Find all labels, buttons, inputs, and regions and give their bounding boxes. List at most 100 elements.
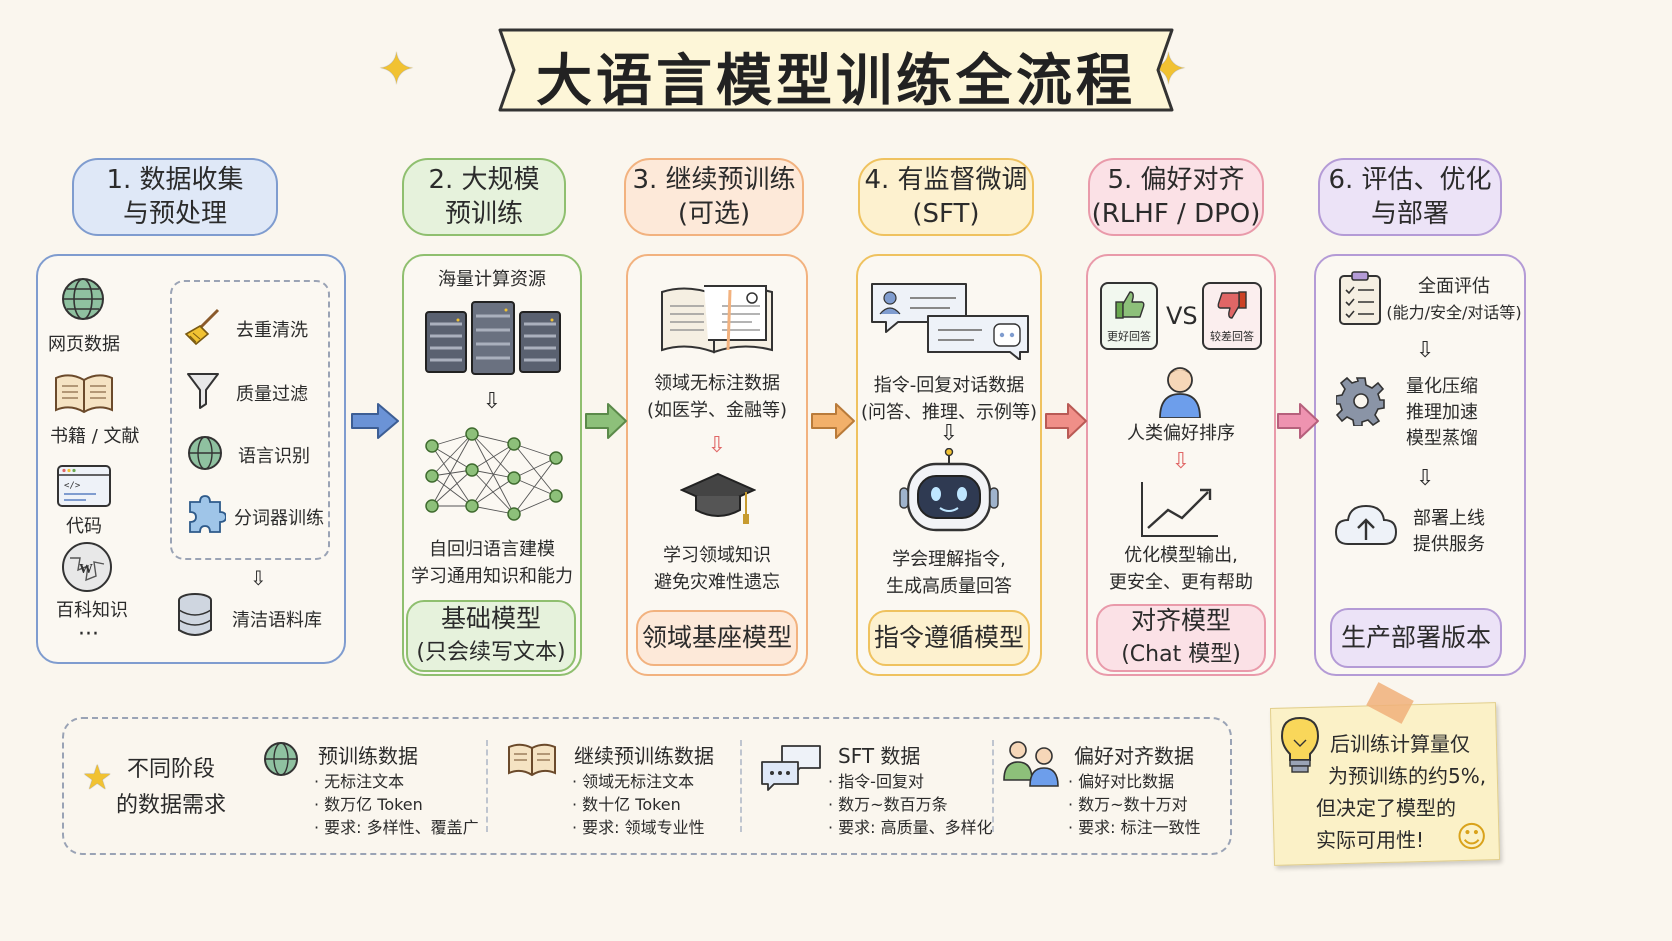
open-book-icon xyxy=(55,374,113,414)
thumbs-down-icon xyxy=(1217,291,1247,319)
step-label: 质量过滤 xyxy=(236,384,308,405)
column-title: 预训练数据 xyxy=(318,744,418,768)
output-production: 生产部署版本 xyxy=(1330,608,1502,668)
stage-header-line: 预训练 xyxy=(444,199,523,229)
heading-line: 不同阶段 xyxy=(127,757,216,782)
svg-text:</>: </> xyxy=(64,481,81,491)
stage-header-line: 1. 数据收集 xyxy=(106,165,244,195)
stage5-desc: 优化模型输出, 更安全、更有帮助 xyxy=(1086,542,1276,596)
clipboard-icon xyxy=(1339,271,1381,325)
column-title: 偏好对齐数据 xyxy=(1074,744,1194,768)
stage-header-line: (SFT) xyxy=(912,199,980,229)
divider xyxy=(740,740,742,832)
column-item: · 数万亿 Token xyxy=(314,795,423,814)
stage-header-1: 1. 数据收集 与预处理 xyxy=(72,158,278,236)
deploy-line: 部署上线 xyxy=(1413,508,1485,529)
desc-line: 学习通用知识和能力 xyxy=(411,566,573,587)
better-answer-card: 更好回答 xyxy=(1100,282,1158,350)
stage6-eval: 全面评估 (能力/安全/对话等) xyxy=(1386,274,1522,326)
column-item: · 领域无标注文本 xyxy=(572,772,695,791)
desc-line: 生成高质量回答 xyxy=(886,576,1012,597)
stage-header-4: 4. 有监督微调 (SFT) xyxy=(858,158,1034,236)
output-line: 领域基座模型 xyxy=(641,623,792,652)
chat-bubbles-icon xyxy=(871,283,1029,360)
stage6-deploy: 部署上线 提供服务 xyxy=(1404,506,1494,558)
down-arrow: ⇩ xyxy=(250,566,267,590)
note-line: 为预训练的约5%, xyxy=(1328,764,1487,788)
down-arrow: ⇩ xyxy=(707,433,727,458)
svg-text:W: W xyxy=(79,562,93,577)
optimize-line: 模型蒸馏 xyxy=(1406,428,1478,449)
worse-answer-label: 较差回答 xyxy=(1210,330,1254,343)
flow-arrow xyxy=(351,403,399,439)
deploy-line: 提供服务 xyxy=(1413,534,1485,555)
worse-answer-card: 较差回答 xyxy=(1202,282,1262,350)
stage-header-5: 5. 偏好对齐 (RLHF / DPO) xyxy=(1088,158,1264,236)
stage-header-line: (RLHF / DPO) xyxy=(1091,199,1261,229)
stage-header-line: 2. 大规模 xyxy=(428,165,540,195)
divider xyxy=(992,740,994,832)
optimize-line: 推理加速 xyxy=(1406,402,1478,423)
stage-header-line: (可选) xyxy=(677,199,751,229)
output-line: (只会续写文本) xyxy=(416,640,566,665)
desc-line: 学习领域知识 xyxy=(663,545,771,566)
column-item: · 数十亿 Token xyxy=(572,795,681,814)
data-line: 领域无标注数据 xyxy=(654,373,780,394)
chat-bubbles-icon xyxy=(761,745,821,791)
stage-header-line: 3. 继续预训练 xyxy=(632,165,796,195)
funnel-icon xyxy=(187,373,219,409)
column-item: · 指令-回复对 xyxy=(828,772,924,791)
stage2-desc: 自回归语言建模 学习通用知识和能力 xyxy=(402,536,582,590)
better-answer-label: 更好回答 xyxy=(1107,330,1151,343)
flow-arrow xyxy=(1045,403,1087,439)
people-icon xyxy=(1003,741,1059,787)
data-line: 指令-回复对话数据 xyxy=(873,375,1025,396)
desc-line: 更安全、更有帮助 xyxy=(1109,572,1253,593)
note-line: 后训练计算量仅 xyxy=(1330,732,1470,756)
compute-label: 海量计算资源 xyxy=(438,269,546,290)
graduation-cap-icon xyxy=(680,472,756,524)
globe-icon xyxy=(62,278,104,320)
output-line: 生产部署版本 xyxy=(1340,623,1491,652)
books-icon xyxy=(661,285,773,354)
desc-line: 学会理解指令, xyxy=(892,549,1006,570)
flow-arrow xyxy=(811,403,855,439)
step-label: 语言识别 xyxy=(238,446,310,467)
data-line: (如医学、金融等) xyxy=(646,400,788,421)
source-label: 网页数据 xyxy=(48,334,120,355)
output-base-model: 基础模型 (只会续写文本) xyxy=(406,600,576,672)
page-title: 大语言模型训练全流程 xyxy=(536,49,1136,114)
globe-icon xyxy=(188,436,222,470)
thumbs-up-icon xyxy=(1115,291,1145,319)
broom-icon xyxy=(184,308,220,346)
output-line: 基础模型 xyxy=(440,604,541,633)
lightbulb-icon xyxy=(1280,716,1320,773)
person-icon xyxy=(1159,367,1201,418)
step-label: 去重清洗 xyxy=(236,320,308,341)
column-item: · 偏好对比数据 xyxy=(1068,772,1175,791)
code-window-icon: </> xyxy=(57,465,111,507)
globe-icon xyxy=(264,742,298,776)
column-item: · 要求: 高质量、多样化 xyxy=(828,818,993,837)
column-item: · 数万~数十万对 xyxy=(1068,795,1188,814)
result-label: 清洁语料库 xyxy=(232,610,322,631)
stage3-desc: 学习领域知识 避免灾难性遗忘 xyxy=(626,542,808,596)
data-line: (问答、推理、示例等) xyxy=(860,402,1038,423)
column-item: · 要求: 领域专业性 xyxy=(572,818,705,837)
robot-icon xyxy=(899,448,999,532)
output-line: (Chat 模型) xyxy=(1121,642,1241,667)
stage-header-line: 6. 评估、优化 xyxy=(1328,165,1492,195)
preprocess-box xyxy=(170,280,330,560)
wikipedia-globe-icon: W xyxy=(62,542,112,592)
sparkle-icon: ✦ xyxy=(378,44,415,95)
step-label: 分词器训练 xyxy=(234,508,324,529)
output-chat-model: 对齐模型 (Chat 模型) xyxy=(1096,604,1266,672)
column-item: · 数万~数百万条 xyxy=(828,795,948,814)
data-requirements-heading: 不同阶段 的数据需求 xyxy=(116,752,226,824)
output-line: 指令遵循模型 xyxy=(873,623,1024,652)
gear-icon xyxy=(1336,376,1385,426)
stage-header-line: 与部署 xyxy=(1370,199,1449,229)
desc-line: 自回归语言建模 xyxy=(429,539,555,560)
more-ellipsis: ··· xyxy=(78,622,99,647)
flow-arrow xyxy=(585,403,627,439)
